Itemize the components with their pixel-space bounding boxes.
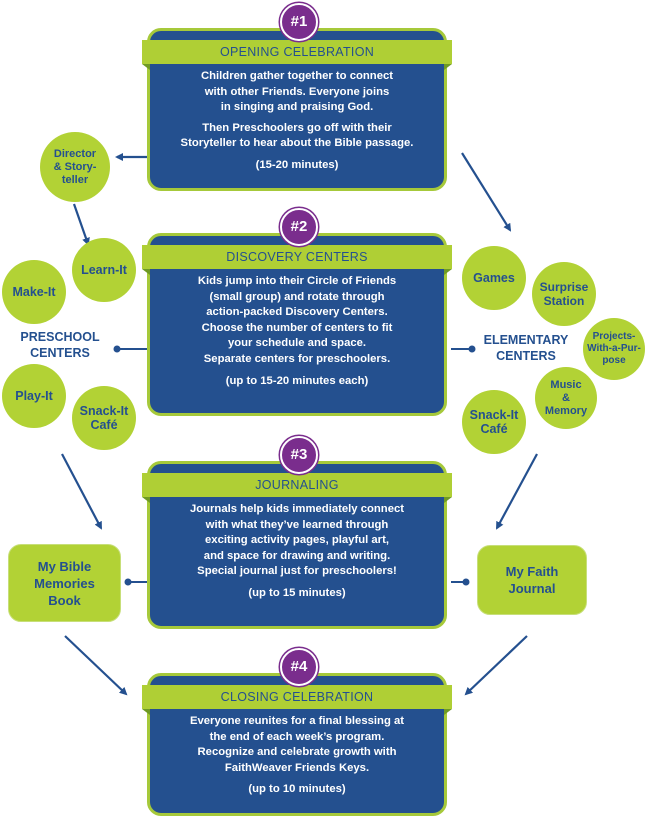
circle-label-line: Music — [550, 378, 582, 391]
desc-line: in singing and praising God. — [220, 101, 374, 114]
circle-label-line: pose — [602, 355, 626, 366]
arrow-preschool-to-biblebook — [61, 453, 102, 530]
connector-dot-biblebook — [124, 578, 132, 586]
elementary-centers-label: ELEMENTARY CENTERS — [476, 332, 576, 364]
step-title: CLOSING CELEBRATION — [142, 685, 452, 715]
preschool-center-make-it: Make-It — [2, 260, 66, 324]
desc-line: Journals help kids immediately connect — [189, 503, 405, 515]
preschool-center-learn-it: Learn-It — [72, 238, 136, 302]
group-label-line: CENTERS — [30, 346, 90, 360]
step-title: JOURNALING — [142, 473, 452, 503]
director-storyteller-circle: Director & Story- teller — [40, 132, 110, 202]
circle-label-line: Memory — [544, 404, 588, 417]
step-duration: (up to 15 minutes) — [248, 586, 346, 599]
step-title: OPENING CELEBRATION — [142, 40, 452, 70]
circle-label-line: With-a-Pur- — [587, 343, 641, 354]
connector-dot-faithjournal — [462, 578, 470, 586]
circle-label-line: Make-It — [12, 285, 56, 299]
circle-label-line: Director — [53, 147, 97, 160]
arrow-biblebook-to-closing — [64, 635, 128, 696]
circle-label-line: Station — [543, 294, 585, 308]
preschool-centers-label: PRESCHOOL CENTERS — [6, 329, 114, 361]
step-title: DISCOVERY CENTERS — [142, 245, 452, 275]
desc-line: Special journal just for preschoolers! — [197, 565, 397, 578]
preschool-center-snack-it-cafe: Snack-It Café — [72, 386, 136, 450]
step-number-badge: #1 — [280, 3, 318, 41]
desc-line: Kids jump into their Circle of Friends — [197, 275, 397, 287]
arrow-elementary-to-faithjournal — [496, 453, 538, 530]
desc-line: Recognize and celebrate growth with — [197, 746, 397, 759]
circle-label-line: Projects- — [592, 331, 636, 342]
arrow-opening-to-games — [461, 152, 512, 232]
journal-label-line: My Faith — [505, 564, 559, 579]
desc-line: with what they’ve learned through — [205, 518, 389, 531]
group-label-line: CENTERS — [496, 349, 556, 363]
desc-line: action-packed Discovery Centers. — [206, 306, 388, 319]
step-description: Children gather together to connect with… — [150, 69, 444, 174]
group-label-line: ELEMENTARY — [483, 333, 569, 347]
step-number-badge: #4 — [280, 648, 318, 686]
elementary-center-snack-it-cafe: Snack-It Café — [462, 390, 526, 454]
desc-line: Separate centers for preschoolers. — [203, 352, 391, 365]
desc-line: Then Preschoolers go off with their — [202, 121, 392, 134]
step-number-badge: #2 — [280, 208, 318, 246]
elementary-center-projects-with-a-purpose: Projects- With-a-Pur- pose — [583, 318, 645, 380]
circle-label-line: Snack-It — [79, 404, 129, 418]
desc-line: Storyteller to hear about the Bible pass… — [180, 137, 414, 150]
elementary-center-surprise-station: Surprise Station — [532, 262, 596, 326]
desc-line: Children gather together to connect — [200, 70, 394, 82]
arrow-director-to-learnit — [72, 203, 90, 246]
step-card-closing-celebration: CLOSING CELEBRATION Everyone reunites fo… — [142, 673, 452, 816]
journal-label-line: Journal — [508, 581, 556, 596]
journal-label-line: My Bible — [37, 558, 92, 574]
step-card-opening-celebration: OPENING CELEBRATION Children gather toge… — [142, 28, 452, 191]
step-card-journaling: JOURNALING Journals help kids immediatel… — [142, 461, 452, 629]
step-duration: (up to 15-20 minutes each) — [225, 374, 369, 387]
circle-label-line: teller — [61, 173, 89, 186]
journal-my-faith-journal: My Faith Journal — [477, 545, 587, 615]
step-duration: (up to 10 minutes) — [248, 783, 346, 796]
circle-label-line: & Story- — [53, 160, 97, 173]
desc-line: exciting activity pages, playful art, — [205, 534, 389, 547]
desc-line: FaithWeaver Friends Keys. — [224, 761, 370, 774]
desc-line: your schedule and space. — [227, 337, 367, 350]
elementary-center-music-memory: Music & Memory — [535, 367, 597, 429]
journal-my-bible-memories-book: My Bible Memories Book — [8, 544, 121, 622]
step-description: Everyone reunites for a final blessing a… — [150, 714, 444, 798]
connector-dot-preschool-centers — [113, 345, 121, 353]
step-duration: (15-20 minutes) — [255, 158, 339, 171]
circle-label-line: Snack-It — [469, 408, 519, 422]
journal-label-line: Memories — [34, 575, 95, 591]
step-number-badge: #3 — [280, 436, 318, 474]
desc-line: Choose the number of centers to fit — [201, 321, 393, 334]
preschool-center-play-it: Play-It — [2, 364, 66, 428]
circle-label-line: Café — [90, 418, 118, 432]
circle-label-line: Games — [473, 271, 515, 285]
desc-line: with other Friends. Everyone joins — [204, 85, 390, 98]
circle-label-line: Café — [480, 422, 508, 436]
desc-line: (small group) and rotate through — [209, 290, 385, 303]
circle-label-line: & — [562, 391, 570, 404]
group-label-line: PRESCHOOL — [20, 330, 100, 344]
elementary-center-games: Games — [462, 246, 526, 310]
arrow-faithjournal-to-closing — [464, 635, 528, 696]
circle-label-line: Learn-It — [81, 263, 127, 277]
step-card-discovery-centers: DISCOVERY CENTERS Kids jump into their C… — [142, 233, 452, 416]
step-description: Journals help kids immediately connect w… — [150, 502, 444, 602]
connector-dot-elementary-centers — [468, 345, 476, 353]
desc-line: the end of each week’s program. — [209, 730, 385, 743]
desc-line: Everyone reunites for a final blessing a… — [189, 715, 405, 727]
step-description: Kids jump into their Circle of Friends (… — [150, 274, 444, 389]
desc-line: and space for drawing and writing. — [203, 549, 391, 562]
journal-label-line: Book — [48, 592, 81, 608]
circle-label-line: Play-It — [15, 389, 53, 403]
circle-label-line: Surprise — [539, 280, 589, 294]
